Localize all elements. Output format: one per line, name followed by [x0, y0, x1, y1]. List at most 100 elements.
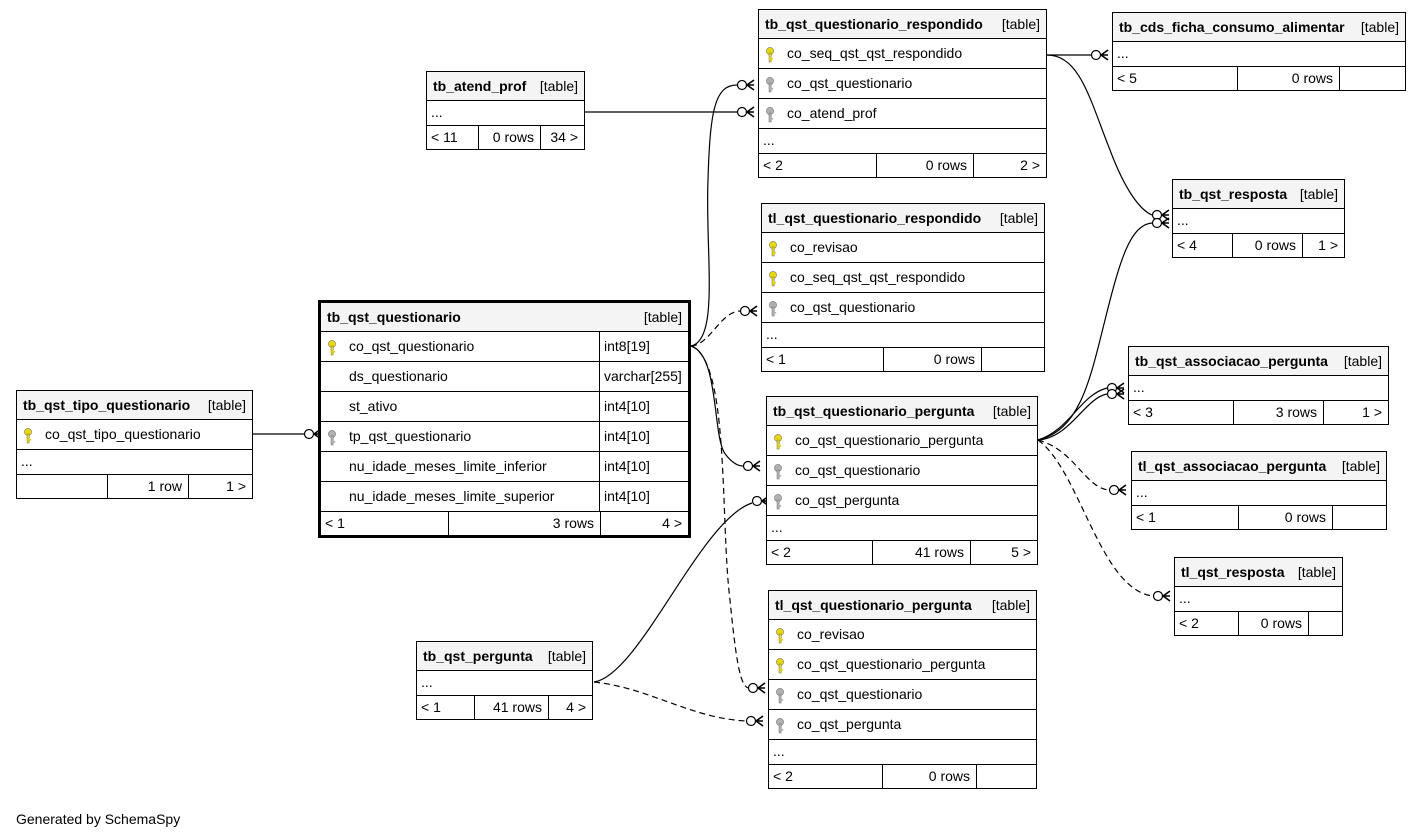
table-header: tb_qst_questionario_pergunta[table]: [767, 397, 1037, 426]
column-type: int4[10]: [599, 422, 688, 451]
table-name: tl_qst_questionario_pergunta: [775, 597, 972, 613]
parents-count: < 3: [1133, 404, 1153, 420]
table-tl-qst-resposta[interactable]: tl_qst_resposta[table] ... < 2 0 rows: [1174, 557, 1343, 636]
relationship-edge: [690, 310, 741, 347]
many-cardinality-marker: [746, 79, 755, 91]
table-tb-qst-tipo-questionario[interactable]: tb_qst_tipo_questionario[table] co_qst_t…: [16, 390, 253, 499]
table-tl-qst-questionario-respondido[interactable]: tl_qst_questionario_respondido[table] co…: [761, 203, 1045, 372]
more-columns-ellipsis: ...: [17, 450, 252, 475]
children-count: [1332, 506, 1386, 529]
column-name: st_ativo: [349, 398, 398, 414]
column-row[interactable]: co_qst_pergunta: [767, 486, 1037, 516]
column-name: tp_qst_questionario: [349, 428, 472, 444]
foreign-key-icon: [765, 105, 779, 123]
table-tb-cds-ficha-consumo-alimentar[interactable]: tb_cds_ficha_consumo_alimentar[table] ..…: [1112, 12, 1406, 91]
column-row[interactable]: co_seq_qst_qst_respondido: [762, 263, 1044, 293]
column-name: co_revisao: [797, 626, 865, 642]
parents-count: < 2: [1179, 615, 1199, 631]
table-tb-qst-questionario-pergunta[interactable]: tb_qst_questionario_pergunta[table] co_q…: [766, 396, 1038, 565]
table-tb-qst-questionario-respondido[interactable]: tb_qst_questionario_respondido[table] co…: [758, 9, 1047, 178]
table-kind: [table]: [999, 210, 1038, 226]
column-row[interactable]: co_seq_qst_qst_respondido: [759, 39, 1046, 69]
table-name: tb_qst_tipo_questionario: [23, 397, 191, 413]
more-columns-ellipsis: ...: [1173, 209, 1344, 234]
more-columns-ellipsis: ...: [1113, 42, 1405, 67]
table-header: tb_qst_questionario[table]: [321, 303, 688, 332]
optional-cardinality-marker: [303, 428, 315, 440]
relationship-edge: [1046, 54, 1153, 216]
column-name: co_qst_questionario: [795, 462, 921, 478]
table-tb-qst-questionario[interactable]: tb_qst_questionario[table] co_qst_questi…: [318, 300, 691, 538]
row-count: 0 rows: [876, 154, 973, 177]
column-name: nu_idade_meses_limite_inferior: [349, 458, 547, 474]
table-kind: [table]: [1343, 353, 1382, 369]
column-row[interactable]: co_revisao: [769, 620, 1036, 650]
table-header: tl_qst_questionario_pergunta [table]: [769, 591, 1036, 620]
table-header: tl_qst_resposta[table]: [1175, 558, 1342, 587]
many-cardinality-marker: [1116, 382, 1125, 394]
relationship-edge: [593, 502, 753, 683]
parents-count: < 11: [431, 129, 458, 145]
table-tb-qst-associacao-pergunta[interactable]: tb_qst_associacao_pergunta [table] ... < …: [1128, 346, 1389, 425]
column-row[interactable]: co_qst_questionario: [762, 293, 1044, 323]
table-header: tl_qst_associacao_pergunta[table]: [1132, 452, 1386, 481]
column-type: int4[10]: [599, 482, 688, 511]
table-name: tb_atend_prof: [433, 78, 527, 94]
column-row[interactable]: co_qst_questionario_pergunta: [769, 650, 1036, 680]
table-kind: [table]: [991, 597, 1030, 613]
relationship-edge: [1037, 439, 1154, 597]
primary-key-icon: [775, 626, 789, 644]
table-name: tb_qst_associacao_pergunta: [1135, 353, 1328, 369]
optional-cardinality-marker: [1151, 217, 1163, 229]
table-tl-qst-questionario-pergunta[interactable]: tl_qst_questionario_pergunta [table] co_r…: [768, 590, 1037, 789]
many-cardinality-marker: [1118, 484, 1127, 496]
children-count: 1 >: [188, 475, 252, 498]
foreign-key-icon: [775, 686, 789, 704]
column-row[interactable]: co_qst_questionario: [767, 456, 1037, 486]
column-row[interactable]: co_qst_tipo_questionario: [17, 420, 252, 450]
more-columns-ellipsis: ...: [1132, 481, 1386, 506]
table-kind: [table]: [992, 403, 1031, 419]
children-count: 2 >: [973, 154, 1046, 177]
more-columns-ellipsis: ...: [1129, 376, 1388, 401]
table-header: tb_atend_prof[table]: [427, 72, 584, 101]
optional-cardinality-marker: [736, 106, 748, 118]
row-count: 0 rows: [1238, 612, 1308, 635]
column-row[interactable]: co_qst_questionario_pergunta: [767, 426, 1037, 456]
children-count: 5 >: [970, 541, 1037, 564]
primary-key-icon: [768, 239, 782, 257]
column-row[interactable]: co_qst_questionario: [769, 680, 1036, 710]
table-tl-qst-associacao-pergunta[interactable]: tl_qst_associacao_pergunta[table] ... < …: [1131, 451, 1387, 530]
row-count: 0 rows: [882, 765, 976, 788]
table-kind: [table]: [1297, 564, 1336, 580]
foreign-key-icon: [775, 716, 789, 734]
column-name: co_qst_pergunta: [795, 492, 900, 508]
more-columns-ellipsis: ...: [767, 516, 1037, 541]
relationship-edge: [1037, 222, 1153, 441]
column-type: int4[10]: [599, 452, 688, 481]
row-count: 0 rows: [1237, 67, 1339, 90]
children-count: [981, 348, 1044, 371]
column-row[interactable]: co_atend_prof: [759, 99, 1046, 129]
column-row[interactable]: co_qst_questionario: [759, 69, 1046, 99]
more-columns-ellipsis: ...: [1175, 587, 1342, 612]
more-columns-ellipsis: ...: [762, 323, 1044, 348]
column-row[interactable]: co_qst_pergunta: [769, 710, 1036, 740]
column-row[interactable]: co_revisao: [762, 233, 1044, 263]
many-cardinality-marker: [1161, 217, 1170, 229]
foreign-key-icon: [773, 462, 787, 480]
table-header: tl_qst_questionario_respondido[table]: [762, 204, 1044, 233]
row-count: 1 row: [107, 475, 188, 498]
many-cardinality-marker: [749, 305, 758, 317]
column-row[interactable]: tp_qst_questionario int4[10]: [321, 422, 688, 452]
column-row[interactable]: nu_idade_meses_limite_inferior int4[10]: [321, 452, 688, 482]
